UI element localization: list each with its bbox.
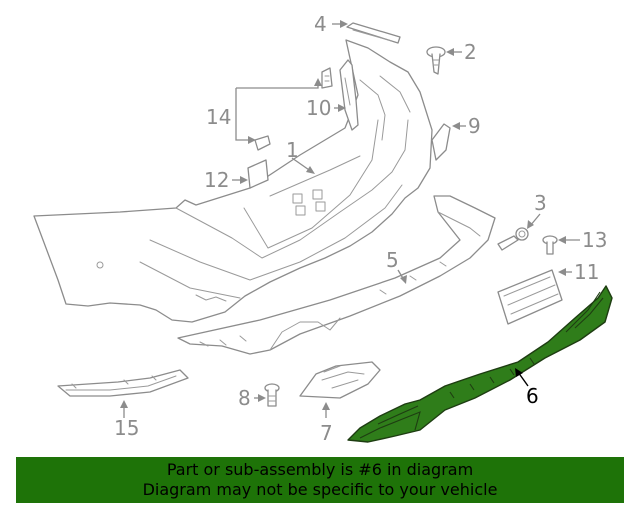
part-12-mounting-pad[interactable] bbox=[247, 159, 269, 189]
banner-line-part: Part or sub-assembly is #6 in diagram bbox=[166, 460, 474, 479]
part-15-reflector-strip[interactable] bbox=[57, 369, 189, 397]
leader-lines bbox=[120, 20, 580, 418]
part-9-side-reflector[interactable] bbox=[431, 123, 451, 161]
callout-9: 9 bbox=[468, 114, 481, 138]
callout-6: 6 bbox=[526, 384, 539, 408]
part-6-rear-diffuser[interactable] bbox=[347, 285, 613, 443]
callout-1: 1 bbox=[286, 138, 299, 162]
callout-2: 2 bbox=[464, 40, 477, 64]
callout-4: 4 bbox=[314, 12, 327, 36]
info-banner: Part or sub-assembly is #6 in diagram Di… bbox=[16, 457, 624, 503]
callout-15: 15 bbox=[114, 416, 139, 440]
exploded-parts-diagram: 4 2 3 14 9 10 1 12 13 5 11 6 7 8 15 bbox=[33, 12, 613, 445]
callout-11: 11 bbox=[574, 260, 599, 284]
part-7-lower-bracket[interactable] bbox=[299, 361, 381, 399]
part-4-upper-trim-strip[interactable] bbox=[346, 22, 401, 44]
callout-12: 12 bbox=[204, 168, 229, 192]
part-14-bracket-upper[interactable] bbox=[321, 67, 333, 89]
part-2-push-clip[interactable] bbox=[426, 46, 446, 75]
part-5-lower-reinforcement[interactable] bbox=[177, 195, 496, 355]
callout-7: 7 bbox=[320, 421, 333, 445]
part-13-screw[interactable] bbox=[542, 235, 558, 255]
callout-14: 14 bbox=[206, 105, 231, 129]
callout-numbers: 4 2 3 14 9 10 1 12 13 5 11 6 7 8 15 bbox=[114, 12, 607, 445]
callout-5: 5 bbox=[386, 248, 399, 272]
callout-10: 10 bbox=[306, 96, 331, 120]
part-10-side-bracket[interactable] bbox=[339, 59, 359, 131]
callout-13: 13 bbox=[582, 228, 607, 252]
part-8-bolt[interactable] bbox=[264, 383, 280, 407]
part-11-trim-plate[interactable] bbox=[497, 269, 563, 325]
callout-3: 3 bbox=[534, 191, 547, 215]
part-3-sensor-holder[interactable] bbox=[497, 227, 529, 251]
banner-line-disclaimer: Diagram may not be specific to your vehi… bbox=[142, 480, 498, 499]
part-1-bumper-cover[interactable] bbox=[33, 39, 433, 323]
part-14-bracket-lower[interactable] bbox=[254, 135, 271, 151]
callout-8: 8 bbox=[238, 386, 251, 410]
